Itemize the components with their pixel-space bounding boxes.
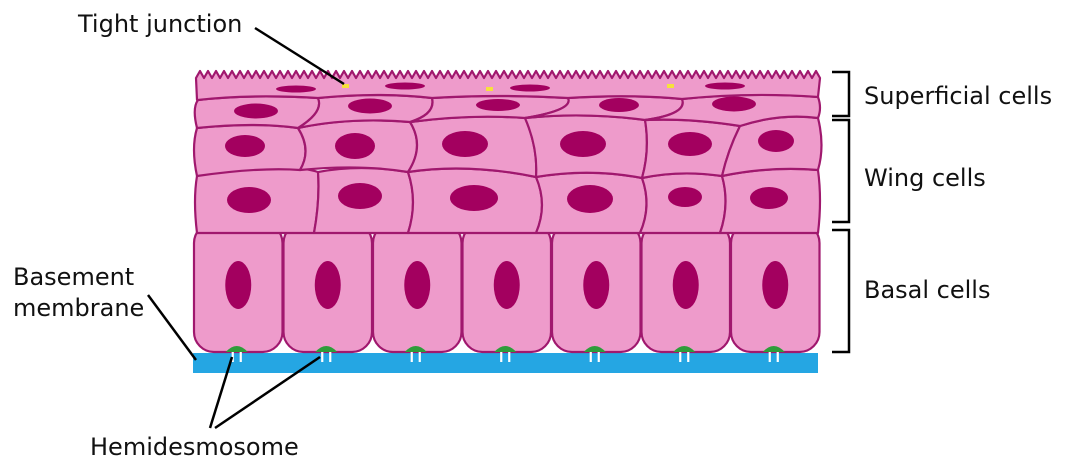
nucleus <box>225 135 265 157</box>
nucleus <box>750 187 788 209</box>
nucleus <box>442 131 488 157</box>
nucleus <box>712 97 756 112</box>
wing-cell-layer <box>194 115 822 233</box>
nucleus <box>476 99 520 111</box>
nucleus <box>234 104 278 119</box>
nucleus <box>227 187 271 213</box>
basement-membrane-label-line2: membrane <box>13 294 144 322</box>
nucleus <box>567 185 613 213</box>
nucleus <box>450 185 498 211</box>
nucleus <box>276 86 316 93</box>
nucleus <box>668 132 712 156</box>
hemidesmosome-label: Hemidesmosome <box>90 433 299 460</box>
nucleus <box>225 261 251 309</box>
nucleus <box>705 83 745 90</box>
basement-membrane-pointer <box>148 295 196 360</box>
superficial-cells-bracket <box>832 72 849 116</box>
basal-cells-bracket <box>832 230 849 352</box>
nucleus <box>762 261 788 309</box>
nucleus <box>315 261 341 309</box>
tight-junction-label: Tight junction <box>77 10 242 38</box>
nucleus <box>335 133 375 159</box>
nucleus <box>560 131 606 157</box>
basement-membrane <box>193 353 818 373</box>
basal-cells-label: Basal cells <box>864 276 990 304</box>
nucleus <box>404 261 430 309</box>
basement-membrane-label-line1: Basement <box>13 263 134 291</box>
nucleus <box>758 130 794 152</box>
nucleus <box>385 83 425 90</box>
wing-cells-label: Wing cells <box>864 164 986 192</box>
nucleus <box>494 261 520 309</box>
nucleus <box>673 261 699 309</box>
nucleus <box>668 187 702 207</box>
nucleus <box>583 261 609 309</box>
nucleus <box>338 183 382 209</box>
nucleus <box>510 85 550 92</box>
nucleus <box>599 98 639 112</box>
tight-junction-marker <box>486 87 493 91</box>
wing-cells-bracket <box>832 120 849 222</box>
basal-cell-layer <box>194 223 820 352</box>
nucleus <box>348 99 392 114</box>
superficial-cells-label: Superficial cells <box>864 82 1052 110</box>
tight-junction-marker <box>667 84 674 88</box>
